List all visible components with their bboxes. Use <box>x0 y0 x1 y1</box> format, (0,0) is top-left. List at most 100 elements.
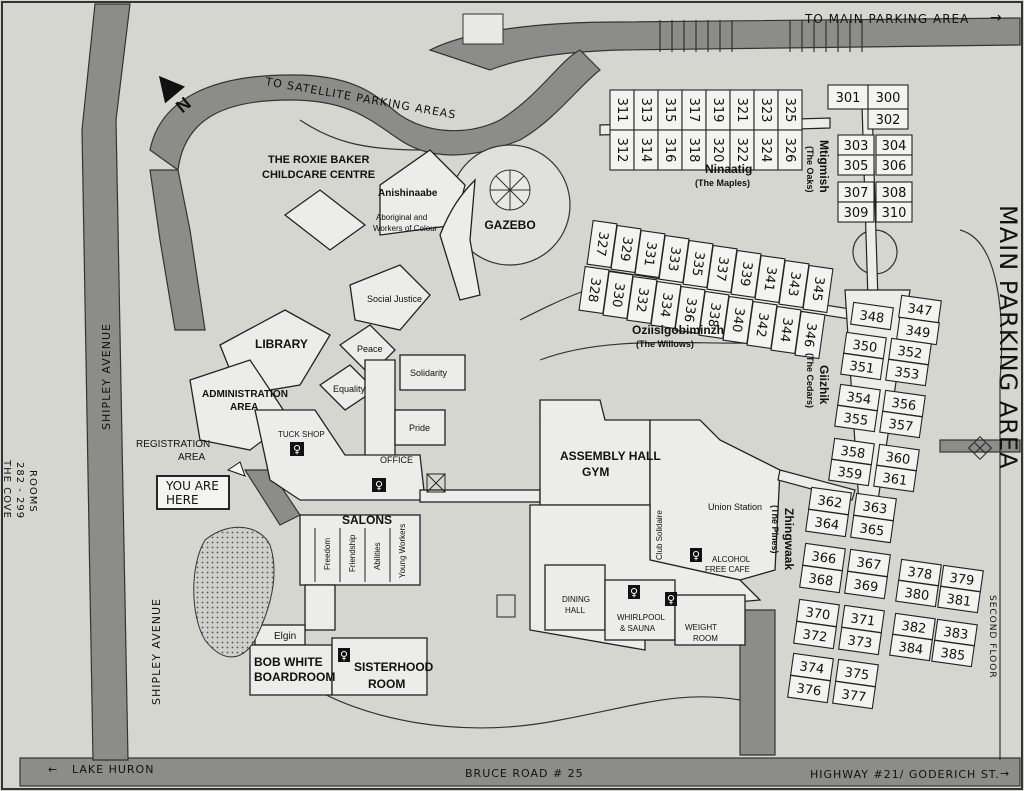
room-365: 365 <box>850 514 894 544</box>
room-322: 322 <box>729 129 755 171</box>
restroom-icon: ♀ <box>293 443 301 456</box>
room-313: 313 <box>633 89 659 131</box>
bob-white-label-line2: BOARDROOM <box>254 670 335 684</box>
room-346: 346 <box>794 310 826 360</box>
room-number-label: 325 <box>782 98 797 123</box>
pond <box>193 526 275 658</box>
room-307: 307 <box>837 181 875 203</box>
room-number-label: 382 <box>900 619 927 637</box>
room-number-label: 326 <box>782 138 797 163</box>
room-326: 326 <box>777 129 803 171</box>
room-306: 306 <box>875 154 913 176</box>
main-parking-label: MAIN PARKING AREA <box>994 205 1022 470</box>
room-number-label: 315 <box>662 98 677 123</box>
shipley-avenue-lower-label: SHIPLEY AVENUE <box>150 598 163 705</box>
room-312: 312 <box>609 129 635 171</box>
room-311: 311 <box>609 89 635 131</box>
dining-label-line2: HALL <box>565 606 586 615</box>
room-number-label: 350 <box>851 338 878 356</box>
arrow-left-icon: ← <box>48 763 58 776</box>
room-number-label: 375 <box>843 665 870 683</box>
room-301: 301 <box>827 84 869 110</box>
room-382: 382 <box>892 612 936 641</box>
room-number-label: 339 <box>736 261 754 288</box>
room-316: 316 <box>657 129 683 171</box>
club-solidaire-label: Club Solidaire <box>655 510 664 560</box>
alcohol-free-label-line2: FREE CAFE <box>705 565 750 574</box>
room-300: 300 <box>867 84 909 110</box>
social-justice-building <box>349 264 431 331</box>
office-label: OFFICE <box>380 455 413 465</box>
elgin-label: Elgin <box>274 631 296 642</box>
weight-label-line2: ROOM <box>693 634 718 643</box>
room-374: 374 <box>790 652 834 682</box>
library-label: LIBRARY <box>255 337 308 351</box>
room-number-label: 369 <box>852 577 879 595</box>
room-number-label: 306 <box>882 159 907 174</box>
mtigmish-sub-label: (The Oaks) <box>805 146 815 193</box>
room-number-label: 340 <box>728 307 746 334</box>
room-number-label: 367 <box>855 555 882 573</box>
childcare-label-line1: THE ROXIE BAKER <box>268 154 370 166</box>
room-357: 357 <box>879 410 923 439</box>
room-303: 303 <box>837 134 875 156</box>
room-number-label: 333 <box>664 246 682 273</box>
room-number-label: 360 <box>884 450 911 468</box>
room-356: 356 <box>882 389 926 418</box>
alcohol-free-label-line1: ALCOHOL <box>712 555 751 564</box>
arrow-right-icon: → <box>1000 767 1010 780</box>
admin-label-line2: AREA <box>230 402 258 413</box>
room-number-label: 320 <box>710 138 725 163</box>
room-number-label: 358 <box>839 444 866 462</box>
room-number-label: 303 <box>844 139 869 154</box>
arrow-right-icon: → <box>990 10 1003 26</box>
room-373: 373 <box>838 626 882 656</box>
you-are-here-line1: YOU ARE <box>165 479 219 493</box>
room-number-label: 344 <box>776 317 794 344</box>
room-number-label: 338 <box>704 302 722 329</box>
room-number-label: 316 <box>662 138 677 163</box>
room-number-label: 334 <box>656 292 674 319</box>
room-number-label: 328 <box>584 277 602 304</box>
room-number-label: 330 <box>608 282 626 309</box>
aboriginal-label-line2: Workers of Colour <box>373 224 438 233</box>
salon-freedom-label: Freedom <box>323 538 332 570</box>
room-number-label: 381 <box>945 592 972 610</box>
anishinaabe-label: Anishinaabe <box>378 188 438 199</box>
room-339: 339 <box>730 249 762 299</box>
room-376: 376 <box>787 674 831 704</box>
room-number-label: 331 <box>640 241 658 268</box>
salon-friendship-label: Friendship <box>348 534 357 572</box>
assembly-label-line2: GYM <box>582 465 609 479</box>
you-are-here-line2: HERE <box>166 493 199 507</box>
salon-abilities-label: Abilities <box>373 542 382 570</box>
room-number-label: 354 <box>845 390 872 408</box>
room-369: 369 <box>844 570 888 600</box>
room-358: 358 <box>831 437 875 466</box>
room-number-label: 312 <box>614 138 629 163</box>
room-number-label: 363 <box>861 499 888 517</box>
room-number-label: 309 <box>844 206 869 221</box>
room-number-label: 301 <box>836 91 861 106</box>
bob-white-room <box>249 644 333 696</box>
restroom-icon: ♀ <box>375 479 383 492</box>
room-number-label: 318 <box>686 138 701 163</box>
equality-label: Equality <box>333 384 366 394</box>
sisterhood-room <box>331 637 428 696</box>
room-number-label: 362 <box>816 493 843 511</box>
room-number-label: 313 <box>638 98 653 123</box>
room-number-label: 319 <box>710 98 725 123</box>
peace-label: Peace <box>357 344 383 354</box>
room-379: 379 <box>940 564 984 593</box>
room-number-label: 321 <box>734 98 749 123</box>
room-328: 328 <box>578 265 610 315</box>
room-349: 349 <box>896 316 940 346</box>
bruce-road <box>19 757 1021 787</box>
to-main-parking-label: TO MAIN PARKING AREA <box>804 12 969 26</box>
room-380: 380 <box>895 579 939 608</box>
restroom-icon: ♀ <box>340 649 348 662</box>
room-332: 332 <box>626 275 658 325</box>
room-355: 355 <box>834 404 878 433</box>
